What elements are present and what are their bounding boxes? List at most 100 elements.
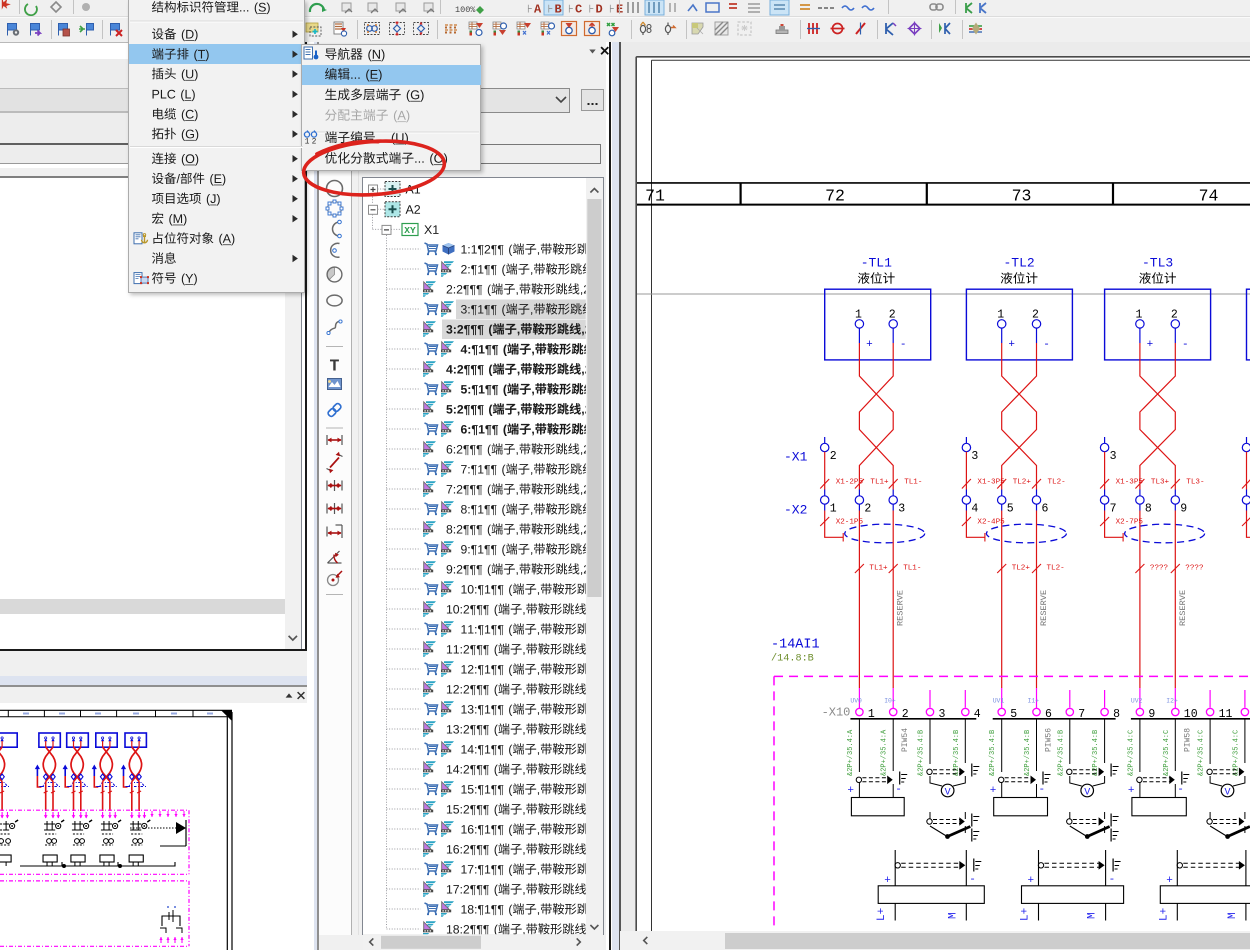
svg-text:A: A (534, 3, 542, 17)
svg-text:-: - (969, 874, 976, 886)
svg-text:-: - (1039, 784, 1046, 796)
svg-text:73: 73 (1012, 187, 1032, 206)
svg-text:RESERVE: RESERVE (1178, 590, 1188, 626)
svg-text:-X1: -X1 (784, 450, 808, 465)
svg-text:C: C (575, 3, 582, 17)
svg-text:-: - (1182, 339, 1189, 351)
svg-text:/14.8:B: /14.8:B (771, 653, 814, 665)
svg-text:9: 9 (1148, 708, 1155, 721)
svg-text:L+: L+ (876, 908, 888, 921)
svg-text:-: - (900, 339, 907, 351)
svg-text:&2P+/35.4:B: &2P+/35.4:B (953, 730, 961, 776)
svg-text:+: + (1147, 339, 1154, 351)
svg-text:8: 8 (1113, 708, 1120, 721)
svg-text:7: 7 (1110, 503, 1117, 516)
svg-text:1: 1 (305, 138, 310, 147)
svg-text:2: 2 (889, 309, 896, 322)
svg-text:-X2: -X2 (784, 503, 807, 518)
svg-text:-TL1: -TL1 (861, 256, 892, 271)
svg-text:6: 6 (1042, 503, 1049, 516)
svg-text:????: ???? (1185, 565, 1203, 573)
svg-text:M: M (1227, 912, 1239, 919)
svg-text:+: + (1008, 339, 1015, 351)
svg-text:TL3+: TL3+ (1151, 479, 1170, 487)
svg-text:&2P+/35.4:C: &2P+/35.4:C (1198, 730, 1206, 776)
svg-text:&2P+/35.4:B: &2P+/35.4:B (1092, 730, 1100, 776)
svg-text:TL3-: TL3- (1186, 479, 1204, 487)
svg-text:L+: L+ (1020, 908, 1032, 921)
svg-text:TL2-: TL2- (1047, 565, 1065, 573)
svg-text:TL2+: TL2+ (1013, 479, 1032, 487)
svg-text:-: - (1043, 339, 1050, 351)
svg-text:UV2: UV2 (1131, 698, 1143, 705)
svg-text:3: 3 (898, 503, 905, 516)
svg-text:X1-3P5: X1-3P5 (977, 479, 1005, 487)
svg-text:V: V (945, 788, 951, 799)
svg-text:D: D (596, 3, 603, 17)
svg-text:⊦: ⊦ (589, 5, 595, 17)
svg-text:100%: 100% (455, 5, 476, 15)
svg-text:6: 6 (1045, 708, 1052, 721)
svg-text:+: + (1166, 875, 1173, 887)
svg-text:TL1+: TL1+ (869, 565, 888, 573)
svg-text:-X10: -X10 (822, 706, 851, 720)
svg-text:1: 1 (868, 708, 875, 721)
svg-text:&2P+/35.4:C: &2P+/35.4:C (1163, 730, 1171, 776)
svg-text:⊦: ⊦ (527, 5, 533, 17)
svg-text:5: 5 (1010, 708, 1017, 721)
svg-text:+: + (990, 785, 997, 797)
svg-text:+: + (866, 339, 873, 351)
svg-text:2: 2 (1032, 309, 1039, 322)
svg-text:-TL3: -TL3 (1142, 256, 1173, 271)
svg-text:-14AI1: -14AI1 (771, 638, 820, 653)
svg-text:M: M (1087, 912, 1099, 919)
svg-text:1: 1 (1135, 309, 1142, 322)
svg-text:UV0: UV0 (850, 698, 862, 705)
svg-text:RESERVE: RESERVE (896, 590, 906, 626)
svg-text:TL1-: TL1- (903, 565, 921, 573)
svg-text:V: V (1224, 788, 1230, 799)
svg-text:4: 4 (974, 708, 981, 721)
svg-text:B: B (555, 3, 562, 17)
svg-text:8: 8 (1145, 503, 1152, 516)
svg-text:5: 5 (1007, 503, 1014, 516)
svg-text:72: 72 (825, 187, 845, 206)
svg-text:&2P+/35.4:A: &2P+/35.4:A (881, 729, 889, 776)
svg-text:71: 71 (645, 187, 665, 206)
svg-text:&2P+/35.4:C: &2P+/35.4:C (1127, 730, 1135, 776)
svg-text:X2-1P5: X2-1P5 (836, 519, 864, 527)
svg-text:1: 1 (855, 309, 862, 322)
svg-text:TL1-: TL1- (904, 479, 922, 487)
svg-text:2: 2 (830, 450, 837, 463)
svg-text:2: 2 (1171, 309, 1178, 322)
svg-text:XY: XY (404, 225, 416, 236)
svg-text:PIW56: PIW56 (1045, 728, 1054, 752)
svg-text:V: V (1084, 788, 1090, 799)
svg-text:1: 1 (830, 503, 837, 516)
svg-text:74: 74 (1199, 187, 1219, 206)
svg-text:TL2+: TL2+ (1012, 565, 1031, 573)
svg-text:⊦: ⊦ (609, 5, 615, 17)
svg-text:RESERVE: RESERVE (1039, 590, 1049, 626)
svg-text:-: - (895, 784, 902, 796)
svg-text:1: 1 (997, 309, 1004, 322)
svg-text:7: 7 (1078, 708, 1085, 721)
svg-text:-TL2: -TL2 (1003, 256, 1034, 271)
svg-text:TL1+: TL1+ (870, 479, 889, 487)
svg-text:I1+: I1+ (1028, 698, 1040, 705)
svg-text:⊦: ⊦ (568, 5, 574, 17)
svg-text:&2P+/35.4:B: &2P+/35.4:B (989, 730, 997, 776)
svg-text:X2-4P5: X2-4P5 (977, 519, 1005, 527)
svg-text:10: 10 (1184, 708, 1198, 721)
svg-text:I0+: I0+ (884, 698, 896, 705)
svg-text:+: + (847, 785, 854, 797)
svg-text:I2+: I2+ (1166, 698, 1178, 705)
svg-text:PIW54: PIW54 (901, 728, 910, 752)
svg-text:-: - (1109, 874, 1116, 886)
svg-text:2: 2 (902, 708, 909, 721)
svg-text:⊦: ⊦ (548, 5, 554, 17)
svg-text:-: - (1249, 874, 1250, 886)
svg-text:&2P+/35.4:C: &2P+/35.4:C (1232, 730, 1240, 776)
svg-text:+: + (1028, 875, 1035, 887)
svg-text:PIW58: PIW58 (1183, 728, 1192, 752)
